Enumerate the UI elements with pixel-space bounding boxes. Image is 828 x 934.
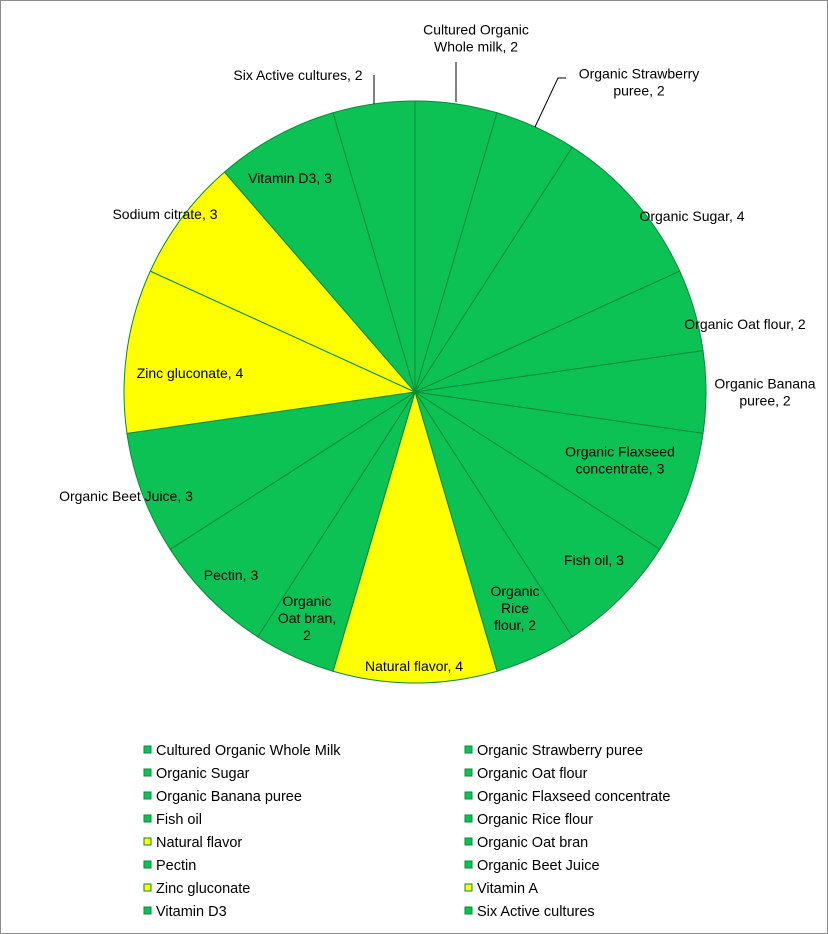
pie-slice-organic-sugar	[413, 146, 681, 394]
legend-item-organic-beet-juice: Organic Beet Juice	[464, 858, 600, 874]
slice-label-six-active-cultures: Six Active cultures, 2	[233, 67, 362, 83]
legend-item-pectin: Pectin	[143, 858, 196, 874]
legend-label: Organic Flaxseed concentrate	[477, 789, 670, 805]
leader-line-organic-strawberry-puree	[534, 77, 566, 128]
legend-label: Vitamin A	[477, 881, 538, 897]
legend-item-natural-flavor: Natural flavor	[143, 835, 242, 851]
pie-slice-vitamin-a	[149, 171, 416, 393]
legend-swatch	[464, 814, 473, 823]
pie-slice-pectin	[169, 391, 416, 638]
legend-label: Zinc gluconate	[156, 881, 250, 897]
slice-label-vitamin-d3: Vitamin D3, 3	[248, 170, 332, 186]
legend-swatch	[464, 745, 473, 754]
pie-slice-organic-flaxseed-concentrate	[414, 391, 704, 551]
legend-swatch	[464, 860, 473, 869]
legend-label: Six Active cultures	[477, 904, 595, 920]
legend-swatch	[143, 745, 152, 754]
slice-label-vitamin-a: Sodium citrate, 3	[112, 206, 217, 222]
legend-label: Fish oil	[156, 812, 202, 828]
pie-slice-fish-oil	[414, 391, 661, 638]
legend-swatch	[464, 906, 473, 915]
legend-label: Organic Rice flour	[477, 812, 593, 828]
legend-label: Organic Sugar	[156, 766, 250, 782]
legend-swatch	[143, 791, 152, 800]
legend-label: Organic Oat bran	[477, 835, 588, 851]
slice-label-pectin: Pectin, 3	[204, 567, 259, 583]
legend-swatch	[464, 883, 473, 892]
slice-label-organic-sugar: Organic Sugar, 4	[639, 208, 744, 224]
legend-swatch	[143, 837, 152, 846]
slice-label-zinc-gluconate: Zinc gluconate, 4	[137, 365, 244, 381]
legend-swatch	[464, 768, 473, 777]
legend-swatch	[143, 814, 152, 823]
legend-item-zinc-gluconate: Zinc gluconate	[143, 881, 250, 897]
legend-item-organic-oat-bran: Organic Oat bran	[464, 835, 588, 851]
slice-label-fish-oil: Fish oil, 3	[564, 552, 624, 568]
legend-item-organic-sugar: Organic Sugar	[143, 766, 250, 782]
leader-lines	[373, 62, 566, 128]
legend-label: Pectin	[156, 858, 196, 874]
legend-item-organic-banana-puree: Organic Banana puree	[143, 789, 302, 805]
legend-item-fish-oil: Fish oil	[143, 812, 202, 828]
legend-label: Organic Oat flour	[477, 766, 588, 782]
pie-slice-organic-beet-juice	[126, 391, 416, 551]
legend-label: Organic Strawberry puree	[477, 743, 643, 759]
slice-label-natural-flavor: Natural flavor, 4	[365, 658, 463, 674]
slice-label-organic-oat-flour: Organic Oat flour, 2	[684, 316, 806, 332]
legend-item-six-active-cultures: Six Active cultures	[464, 904, 595, 920]
legend-swatch	[143, 883, 152, 892]
legend-swatch	[143, 860, 152, 869]
legend-item-organic-strawberry-puree: Organic Strawberry puree	[464, 743, 643, 759]
legend-item-organic-rice-flour: Organic Rice flour	[464, 812, 593, 828]
legend-label: Organic Banana puree	[156, 789, 302, 805]
pie-slice-zinc-gluconate	[123, 270, 417, 434]
legend-item-organic-flaxseed-concentrate: Organic Flaxseed concentrate	[464, 789, 670, 805]
pie-slice-vitamin-d3	[223, 112, 416, 393]
legend-swatch	[464, 837, 473, 846]
slice-label-organic-beet-juice: Organic Beet Juice, 3	[59, 488, 193, 504]
pie-slices	[123, 100, 707, 684]
legend-swatch	[143, 906, 152, 915]
legend-item-cultured-organic-whole-milk: Cultured Organic Whole Milk	[143, 743, 341, 759]
pie-slice-natural-flavor	[332, 390, 498, 684]
legend-item-vitamin-d3: Vitamin D3	[143, 904, 227, 920]
legend-item-organic-oat-flour: Organic Oat flour	[464, 766, 588, 782]
legend-label: Organic Beet Juice	[477, 858, 600, 874]
legend-swatch	[464, 791, 473, 800]
legend: Cultured Organic Whole Milk Organic Straw…	[143, 743, 670, 920]
legend-label: Cultured Organic Whole Milk	[156, 743, 341, 759]
legend-label: Natural flavor	[156, 835, 242, 851]
legend-item-vitamin-a: Vitamin A	[464, 881, 538, 897]
legend-swatch	[143, 768, 152, 777]
legend-label: Vitamin D3	[156, 904, 227, 920]
